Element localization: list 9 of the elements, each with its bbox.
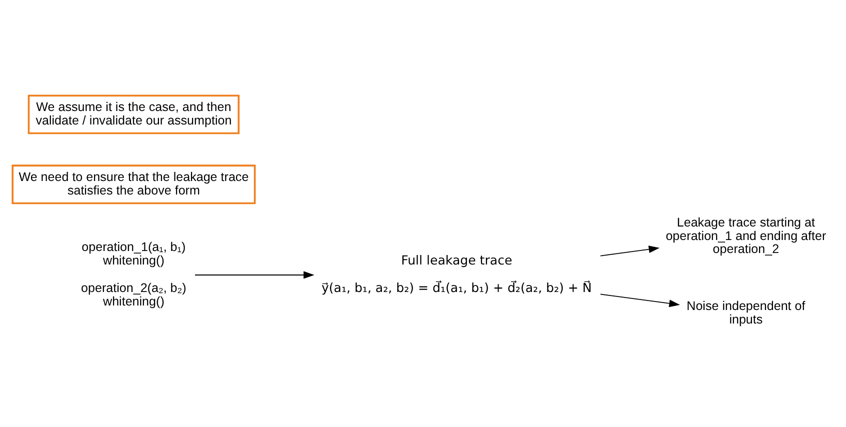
arrow — [600, 245, 660, 256]
node-text: Full leakage trace y⃗(a₁, b₁, a₂, b₂) = d⃗₁(a₁, b₁) + d⃗₂(a₂, b₂) + N⃗ — [321, 252, 592, 295]
arrow — [194, 270, 314, 278]
node-text: operation_1(a₁, b₁) whitening() operation_2(a₂, b₂) whitening() — [81, 239, 186, 308]
node-box: We assume it is the case, and then validate / invalidate our assumption — [28, 94, 240, 134]
node-text: Noise independent of inputs — [686, 298, 806, 326]
node-box: We need to ensure that the leakage trace satisfies the above form — [12, 164, 256, 204]
arrow — [600, 293, 680, 307]
node-text: Leakage trace starting at operation_1 and ending after operation_2 — [666, 214, 826, 256]
